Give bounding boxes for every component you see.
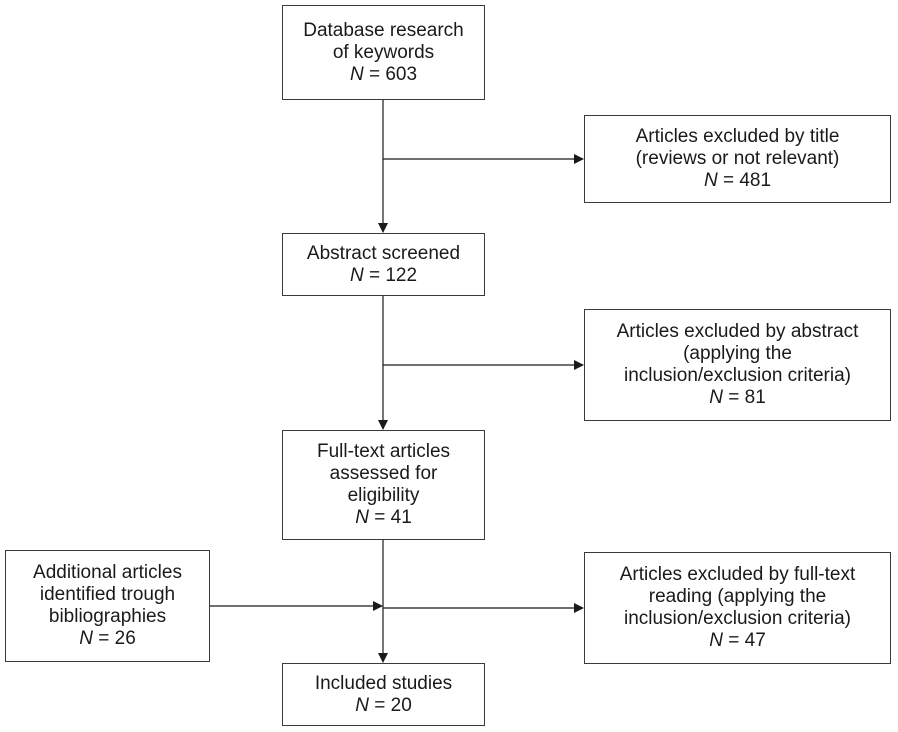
fulltext-line-3: eligibility	[347, 485, 420, 506]
abstract-screened-count: N = 122	[350, 265, 417, 287]
excluded-by-abstract-box: Articles excluded by abstract (applying …	[584, 309, 891, 421]
excluded-abstract-line-2: (applying the	[683, 343, 792, 364]
abstract-screened-box: Abstract screened N = 122	[282, 233, 485, 296]
excluded-abstract-count: N = 81	[709, 387, 766, 409]
database-research-line-1: Database research	[303, 19, 464, 41]
fulltext-count: N = 41	[355, 507, 412, 529]
fulltext-line-2: assessed for	[329, 463, 438, 484]
count-label: N	[355, 694, 369, 716]
additional-line-2: identified trough	[39, 584, 176, 605]
count-label: N	[709, 630, 723, 651]
excluded-abstract-line-1: Articles excluded by abstract	[616, 321, 859, 342]
count-value: = 81	[722, 387, 766, 408]
count-value: = 47	[722, 630, 766, 651]
excluded-by-title-box: Articles excluded by title (reviews or n…	[584, 115, 891, 203]
database-research-count: N = 603	[350, 64, 417, 86]
fulltext-line-1: Full-text articles	[316, 441, 451, 462]
excluded-fulltext-line-1: Articles excluded by full-text	[619, 564, 856, 585]
count-value: = 20	[368, 694, 412, 716]
additional-line-3: bibliographies	[48, 606, 167, 627]
excluded-title-line-2: (reviews or not relevant)	[635, 148, 840, 169]
excluded-fulltext-line-2: reading (applying the	[648, 586, 827, 607]
excluded-title-count: N = 481	[704, 170, 771, 192]
abstract-screened-line-1: Abstract screened	[306, 242, 461, 264]
included-studies-box: Included studies N = 20	[282, 663, 485, 726]
count-value: = 41	[368, 507, 412, 528]
count-value: = 481	[717, 170, 772, 191]
fulltext-assessed-box: Full-text articles assessed for eligibil…	[282, 430, 485, 540]
count-value: = 603	[363, 63, 418, 85]
included-count: N = 20	[355, 695, 412, 717]
count-label: N	[349, 63, 364, 85]
excluded-fulltext-count: N = 47	[709, 630, 766, 652]
count-value: = 122	[363, 264, 418, 286]
additional-line-1: Additional articles	[33, 562, 182, 583]
count-label: N	[355, 507, 369, 528]
database-research-line-2: of keywords	[332, 41, 435, 63]
additional-articles-box: Additional articles identified trough bi…	[5, 550, 210, 662]
excluded-by-fulltext-box: Articles excluded by full-text reading (…	[584, 552, 891, 664]
included-line-1: Included studies	[314, 672, 453, 694]
database-research-box: Database research of keywords N = 603	[282, 5, 485, 100]
count-label: N	[703, 170, 718, 191]
count-label: N	[79, 628, 93, 649]
count-label: N	[709, 387, 723, 408]
additional-count: N = 26	[79, 628, 136, 650]
count-value: = 26	[92, 628, 136, 649]
excluded-abstract-line-3: inclusion/exclusion criteria)	[623, 365, 852, 386]
excluded-fulltext-line-3: inclusion/exclusion criteria)	[623, 608, 852, 629]
excluded-title-line-1: Articles excluded by title	[635, 126, 840, 147]
count-label: N	[349, 264, 364, 286]
